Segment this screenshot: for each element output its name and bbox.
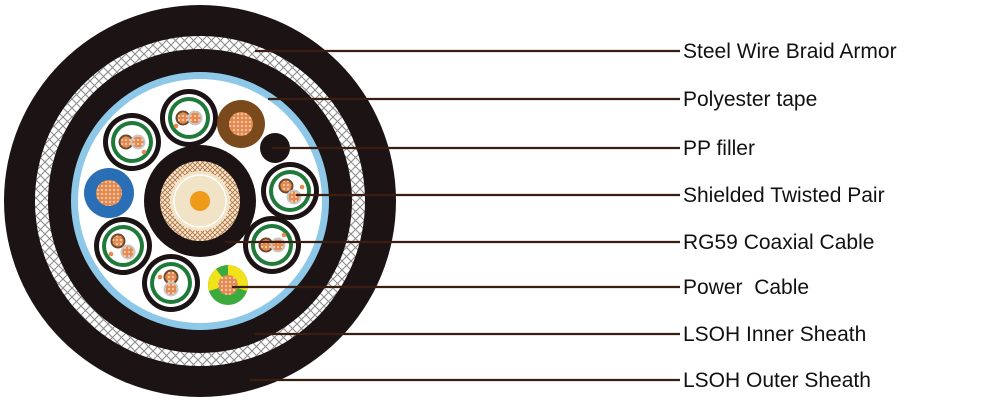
blue-power-core (84, 168, 134, 218)
shielded-twisted-pair-1 (160, 89, 218, 147)
shielded-twisted-pair-3 (261, 162, 319, 220)
label-rg59-coaxial-cable: RG59 Coaxial Cable (683, 231, 874, 254)
label-power-cable: Power Cable (683, 276, 809, 299)
brown-power-core (217, 100, 265, 148)
shielded-twisted-pair-2 (103, 113, 161, 171)
rg59-coaxial-cable (144, 145, 256, 257)
label-steel-wire-braid-armor: Steel Wire Braid Armor (683, 40, 897, 63)
leader-lines (225, 49, 680, 382)
earth-power-core (208, 265, 248, 305)
label-lsoh-outer-sheath: LSOH Outer Sheath (683, 369, 871, 392)
label-pp-filler: PP filler (683, 137, 755, 160)
label-polyester-tape: Polyester tape (683, 88, 817, 111)
shielded-twisted-pair-4 (243, 216, 301, 274)
cable-cross-section (4, 5, 396, 397)
shielded-twisted-pair-5 (94, 217, 152, 275)
callout-labels: Steel Wire Braid Armor Polyester tape PP… (683, 40, 897, 392)
label-shielded-twisted-pair: Shielded Twisted Pair (683, 184, 885, 207)
label-lsoh-inner-sheath: LSOH Inner Sheath (683, 323, 866, 346)
shielded-twisted-pair-6 (142, 254, 200, 312)
